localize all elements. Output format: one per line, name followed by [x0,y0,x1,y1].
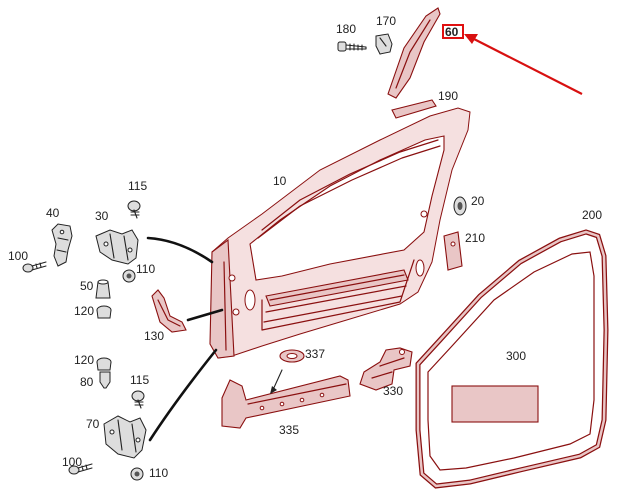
highlight-arrow [464,34,583,95]
callout-210: 210 [465,231,485,245]
callout-110-lower: 110 [149,466,168,480]
pin-part-80[interactable] [99,371,111,389]
grommet-part-337[interactable] [279,349,305,363]
callout-130: 130 [144,329,164,343]
callout-115-upper: 115 [128,179,147,193]
nut-part-110-lower[interactable] [130,467,144,481]
window-trim-part-60[interactable] [387,7,441,99]
callout-110-upper: 110 [136,262,155,276]
callout-170: 170 [376,14,396,28]
callout-115-lower: 115 [130,373,149,387]
cap-part-120-lower[interactable] [96,357,112,371]
callout-80: 80 [80,375,94,389]
callout-10: 10 [273,174,287,188]
weatherstrip-part-200[interactable] [415,229,609,489]
plug-part-20[interactable] [453,196,467,216]
callout-50: 50 [80,279,94,293]
callout-70: 70 [86,417,100,431]
callout-120-lower: 120 [74,353,94,367]
clip-part-170[interactable] [375,33,393,55]
callout-300: 300 [506,349,526,363]
callout-337: 337 [305,347,325,361]
callout-200: 200 [582,208,602,222]
callout-335: 335 [279,423,299,437]
callout-180: 180 [336,22,356,36]
bracket-part-330[interactable] [359,347,413,391]
screw-part-100-upper[interactable] [22,261,47,273]
door-shell-part-10[interactable] [209,107,471,359]
bushing-part-50[interactable] [95,279,111,299]
callout-100-upper: 100 [8,249,28,263]
screw-part-180[interactable] [337,41,367,52]
leader-lines [146,236,224,442]
check-strap-part-40[interactable] [51,223,73,267]
upper-hinge-part-30[interactable] [95,229,139,265]
cap-part-120-upper[interactable] [96,305,112,319]
callout-40: 40 [46,206,60,220]
mirror-patch-part-190[interactable] [391,99,437,119]
highlight-box [442,24,464,39]
pad-part-210[interactable] [443,231,463,271]
handle-part-130[interactable] [151,289,187,333]
callout-30: 30 [95,209,109,223]
membrane-part-300[interactable] [427,251,595,471]
screw-part-100-lower[interactable] [68,463,93,475]
callout-60: 60 [445,25,459,39]
bolt-part-115-upper[interactable] [127,200,141,219]
bolt-part-115-lower[interactable] [131,390,145,409]
callout-100-lower: 100 [62,455,82,469]
callout-330: 330 [383,384,403,398]
callout-20: 20 [471,194,485,208]
reinforcement-part-335[interactable] [221,369,351,429]
callout-120-upper: 120 [74,304,94,318]
nut-part-110-upper[interactable] [122,269,136,283]
lower-hinge-part-70[interactable] [103,415,147,459]
callout-190: 190 [438,89,458,103]
